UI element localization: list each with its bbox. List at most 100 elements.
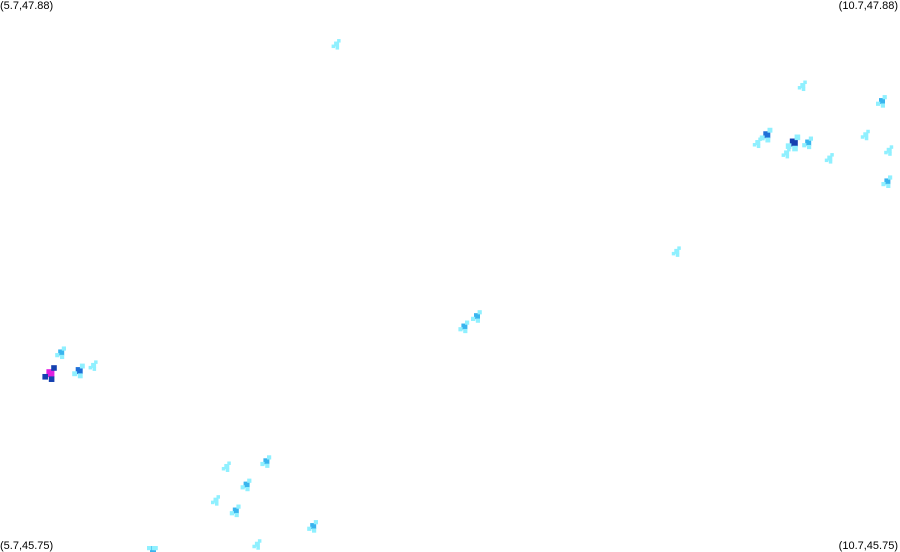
radar-echo-pixel xyxy=(337,39,341,43)
radar-echo-pixel xyxy=(312,528,317,533)
radar-echo-pixel xyxy=(671,251,676,256)
radar-echo xyxy=(72,363,85,379)
radar-echo-pixel xyxy=(785,154,790,159)
radar-echo-pixel xyxy=(256,546,260,550)
radar-echo-pixel xyxy=(227,461,231,465)
radar-echo-pixel xyxy=(236,504,241,509)
radar-echo-pixel xyxy=(881,182,886,187)
radar-echo-pixel xyxy=(260,461,265,467)
top-right-coordinate-label: (10.7,47.88) xyxy=(838,0,898,12)
radar-echo-pixel xyxy=(72,371,78,377)
radar-echo-pixel xyxy=(254,541,260,547)
radar-echo-pixel xyxy=(758,137,762,142)
radar-echo-pixel xyxy=(263,458,270,465)
radar-echo-pixel xyxy=(465,320,470,325)
radar-echo-pixel xyxy=(215,502,219,506)
radar-echo-pixel xyxy=(824,158,829,163)
radar-echo-pixel xyxy=(801,87,806,92)
radar-echo-pixel xyxy=(808,136,813,141)
radar-echo-pixel xyxy=(232,507,239,514)
radar-echo-pixel xyxy=(792,145,798,152)
radar-echo xyxy=(781,147,791,159)
radar-echo-pixel xyxy=(458,327,463,332)
radar-echo-pixel xyxy=(51,365,57,371)
top-left-coordinate-label: (5.7,47.88) xyxy=(0,0,54,12)
radar-echo-pixel xyxy=(828,160,833,164)
radar-echo-pixel xyxy=(866,129,870,134)
radar-echo-pixel xyxy=(94,360,98,364)
radar-echo-pixel xyxy=(313,520,318,525)
radar-echo xyxy=(876,95,887,108)
radar-echo-pixel xyxy=(677,246,681,250)
radar-echo-pixel xyxy=(884,178,891,185)
radar-echo-pixel xyxy=(888,152,892,156)
radar-echo-pixel xyxy=(860,135,865,139)
radar-echo xyxy=(884,145,894,156)
radar-echo-pixel xyxy=(151,546,156,551)
radar-echo-pixel xyxy=(800,83,806,89)
radar-echo xyxy=(881,175,893,189)
radar-echo-pixel xyxy=(471,316,476,321)
radar-echo-pixel xyxy=(307,526,312,531)
radar-echo-pixel xyxy=(58,349,65,356)
radar-echo-pixel xyxy=(60,354,65,360)
radar-echo-pixel xyxy=(147,546,152,551)
radar-echo-pixel xyxy=(879,98,885,105)
radar-echo-pixel xyxy=(756,144,761,149)
radar-echo-pixel xyxy=(252,544,256,549)
radar-echo-pixel xyxy=(889,145,894,149)
radar-echo xyxy=(307,520,318,533)
radar-echo-pixel xyxy=(461,323,468,330)
radar-echo-pixel xyxy=(784,150,790,156)
radar-echo-pixel xyxy=(888,175,893,180)
radar-echo xyxy=(797,80,807,92)
radar-echo xyxy=(221,461,231,472)
radar-echo-pixel xyxy=(224,463,230,469)
radar-echo-pixel xyxy=(229,511,234,516)
radar-echo xyxy=(147,546,158,552)
radar-echo-pixel xyxy=(240,485,245,490)
radar-echo-pixel xyxy=(216,495,220,499)
radar-echo xyxy=(42,365,57,382)
radar-echo-pixel xyxy=(247,478,252,483)
radar-echo xyxy=(252,539,262,550)
radar-echo xyxy=(331,39,341,50)
radar-echo xyxy=(860,129,870,141)
radar-echo-pixel xyxy=(876,101,881,106)
radar-echo xyxy=(211,495,220,506)
radar-echo-pixel xyxy=(794,134,801,141)
radar-echo-pixel xyxy=(830,153,834,157)
radar-echo xyxy=(802,136,813,150)
radar-echo-pixel xyxy=(752,143,757,147)
radar-echo-pixel xyxy=(334,41,340,47)
radar-echo-pixel xyxy=(245,487,250,492)
radar-echo-pixel xyxy=(477,310,482,315)
radar-echo-pixel xyxy=(882,95,887,100)
radar-echo-pixel xyxy=(827,155,833,161)
radar-echo xyxy=(229,504,241,518)
radar-echo xyxy=(752,137,762,149)
radar-echo-pixel xyxy=(88,365,93,370)
radar-echo-pixel xyxy=(765,137,771,143)
bottom-left-coordinate-label: (5.7,45.75) xyxy=(0,540,54,552)
radar-echo xyxy=(785,134,801,152)
radar-echo-pixel xyxy=(475,318,480,323)
radar-echo-pixel xyxy=(864,136,869,141)
radar-echo xyxy=(759,127,773,143)
radar-echo-pixel xyxy=(803,80,807,85)
radar-echo-pixel xyxy=(225,468,230,472)
radar-echo-pixel xyxy=(797,86,802,90)
radar-echo-pixel xyxy=(787,147,791,152)
radar-echo-pixel xyxy=(463,328,468,334)
radar-echo-pixel xyxy=(474,313,480,320)
radar-echo-pixel xyxy=(767,127,773,133)
radar-echo-pixel xyxy=(863,132,869,138)
radar-echo xyxy=(458,320,470,334)
radar-echo-pixel xyxy=(48,376,55,382)
radar-echo-pixel xyxy=(805,139,812,146)
radar-echo-pixel xyxy=(61,346,66,351)
radar-echo-pixel xyxy=(781,153,786,157)
radar-echo-pixel xyxy=(211,500,215,505)
radar-echo-pixel xyxy=(886,147,892,153)
